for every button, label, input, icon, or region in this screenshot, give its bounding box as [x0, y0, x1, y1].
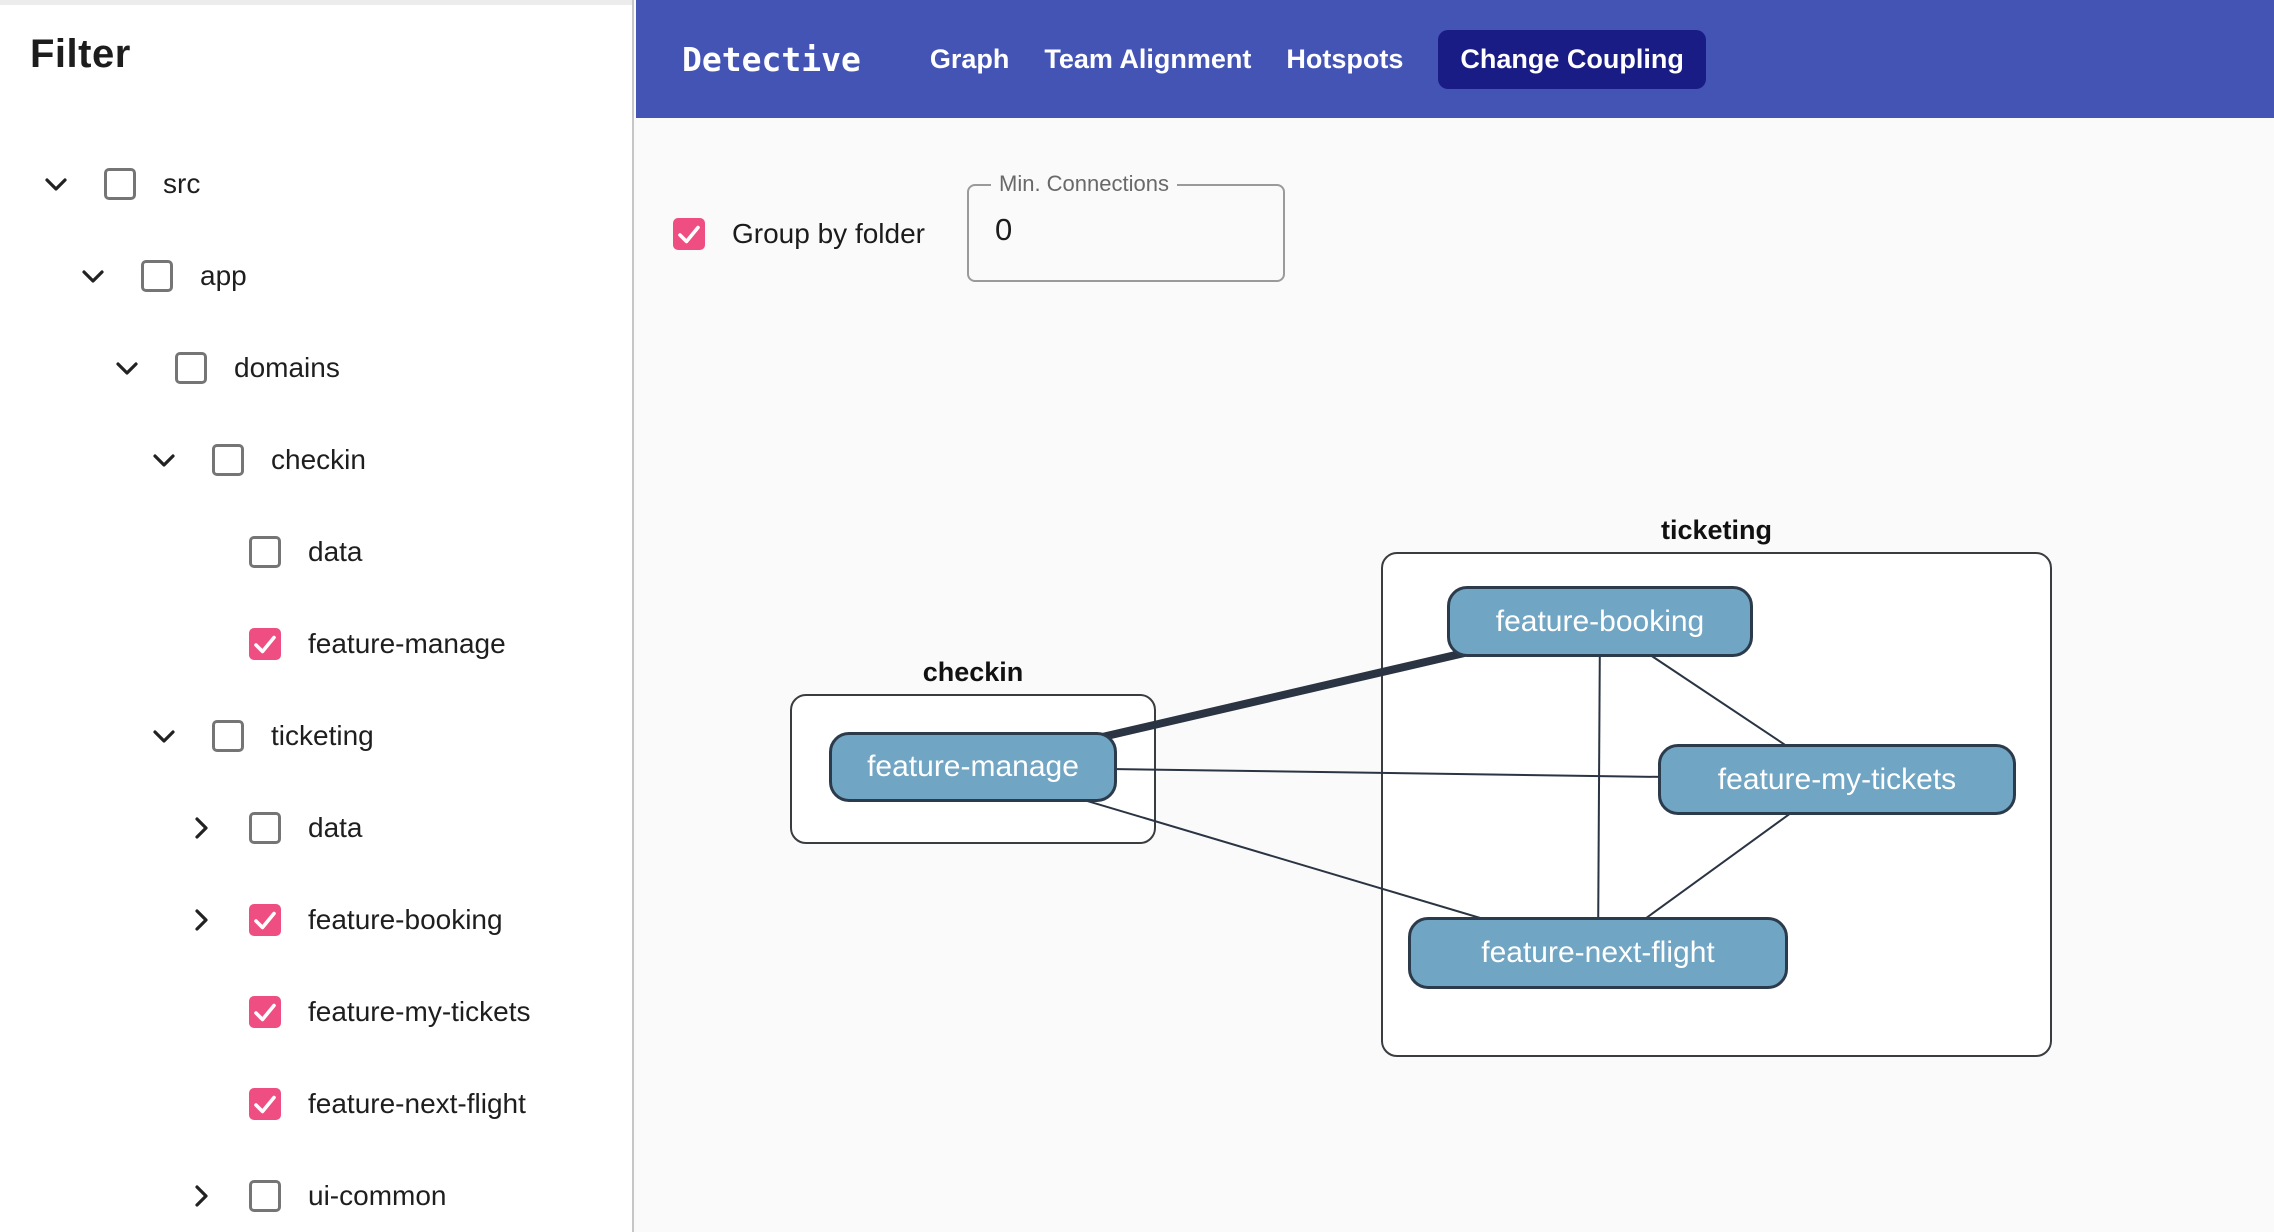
filter-title: Filter — [30, 32, 131, 76]
filter-sidebar: Filter src app domains checkin data feature-m… — [0, 0, 634, 1232]
check-icon — [254, 911, 276, 930]
tree-row-ui-common[interactable]: ui-common — [0, 1150, 632, 1232]
tree-label: feature-booking — [308, 904, 503, 935]
checkbox-feature-next-flight[interactable] — [249, 1088, 281, 1120]
chevron-down-icon[interactable] — [76, 259, 110, 293]
sidebar-top-strip — [0, 0, 632, 5]
navbar-tabs: Graph Team Alignment Hotspots Change Coupli… — [895, 29, 1706, 89]
min-connections-field-label: Min. Connections — [991, 171, 1177, 197]
tree-label: feature-manage — [308, 628, 506, 659]
tree-label: domains — [234, 352, 340, 383]
chevron-right-icon[interactable] — [184, 811, 218, 845]
tree-row-domains[interactable]: domains — [0, 322, 632, 414]
tree-row-feature-my-tickets[interactable]: feature-my-tickets — [0, 966, 632, 1058]
tab-team-alignment[interactable]: Team Alignment — [1044, 43, 1252, 74]
chevron-down-icon[interactable] — [39, 167, 73, 201]
check-icon — [254, 1095, 276, 1114]
tab-change-coupling[interactable]: Change Coupling — [1438, 29, 1706, 89]
tree-label: feature-my-tickets — [308, 996, 531, 1027]
filter-tree: src app domains checkin data feature-manage ti… — [0, 138, 632, 1232]
checkbox-feature-manage[interactable] — [249, 628, 281, 660]
group-by-folder-label: Group by folder — [732, 218, 925, 249]
node-feature-booking[interactable]: feature-booking — [1447, 586, 1753, 657]
checkbox-data[interactable] — [249, 812, 281, 844]
chevron-right-icon[interactable] — [184, 1179, 218, 1213]
checkbox-data[interactable] — [249, 536, 281, 568]
node-feature-manage[interactable]: feature-manage — [829, 732, 1117, 802]
checkbox-ui-common[interactable] — [249, 1180, 281, 1212]
group-by-folder-checkbox[interactable] — [673, 218, 705, 250]
tree-row-feature-booking[interactable]: feature-booking — [0, 874, 632, 966]
min-connections-field: Min. Connections — [967, 171, 1285, 282]
tree-label: feature-next-flight — [308, 1088, 526, 1119]
chevron-down-icon[interactable] — [147, 443, 181, 477]
tree-label: ticketing — [271, 720, 374, 751]
tree-row-src[interactable]: src — [0, 138, 632, 230]
tree-row-feature-next-flight[interactable]: feature-next-flight — [0, 1058, 632, 1150]
checkbox-feature-booking[interactable] — [249, 904, 281, 936]
checkbox-src[interactable] — [104, 168, 136, 200]
tree-label: app — [200, 260, 247, 291]
checkbox-checkin[interactable] — [212, 444, 244, 476]
tree-row-app[interactable]: app — [0, 230, 632, 322]
check-icon — [254, 1003, 276, 1022]
node-feature-next-flight[interactable]: feature-next-flight — [1408, 917, 1788, 989]
min-connections-input[interactable] — [995, 212, 1255, 248]
tree-row-feature-manage[interactable]: feature-manage — [0, 598, 632, 690]
tree-label: data — [308, 812, 363, 843]
checkbox-domains[interactable] — [175, 352, 207, 384]
chevron-down-icon[interactable] — [110, 351, 144, 385]
checkbox-app[interactable] — [141, 260, 173, 292]
tree-row-checkin[interactable]: checkin — [0, 414, 632, 506]
tab-hotspots[interactable]: Hotspots — [1286, 43, 1404, 74]
brand-detective[interactable]: Detective — [682, 39, 861, 79]
tree-label: src — [163, 168, 201, 199]
chevron-down-icon[interactable] — [147, 719, 181, 753]
check-icon — [254, 635, 276, 654]
top-navbar: Detective Graph Team Alignment Hotspots Cha… — [636, 0, 2274, 118]
tree-row-data[interactable]: data — [0, 506, 632, 598]
tree-row-data[interactable]: data — [0, 782, 632, 874]
node-feature-my-tickets[interactable]: feature-my-tickets — [1658, 744, 2016, 815]
chevron-right-icon[interactable] — [184, 903, 218, 937]
tree-row-ticketing[interactable]: ticketing — [0, 690, 632, 782]
checkbox-ticketing[interactable] — [212, 720, 244, 752]
tree-label: ui-common — [308, 1180, 447, 1211]
checkbox-feature-my-tickets[interactable] — [249, 996, 281, 1028]
tree-label: data — [308, 536, 363, 567]
check-icon — [678, 225, 700, 244]
tree-label: checkin — [271, 444, 366, 475]
tab-graph[interactable]: Graph — [929, 43, 1010, 74]
